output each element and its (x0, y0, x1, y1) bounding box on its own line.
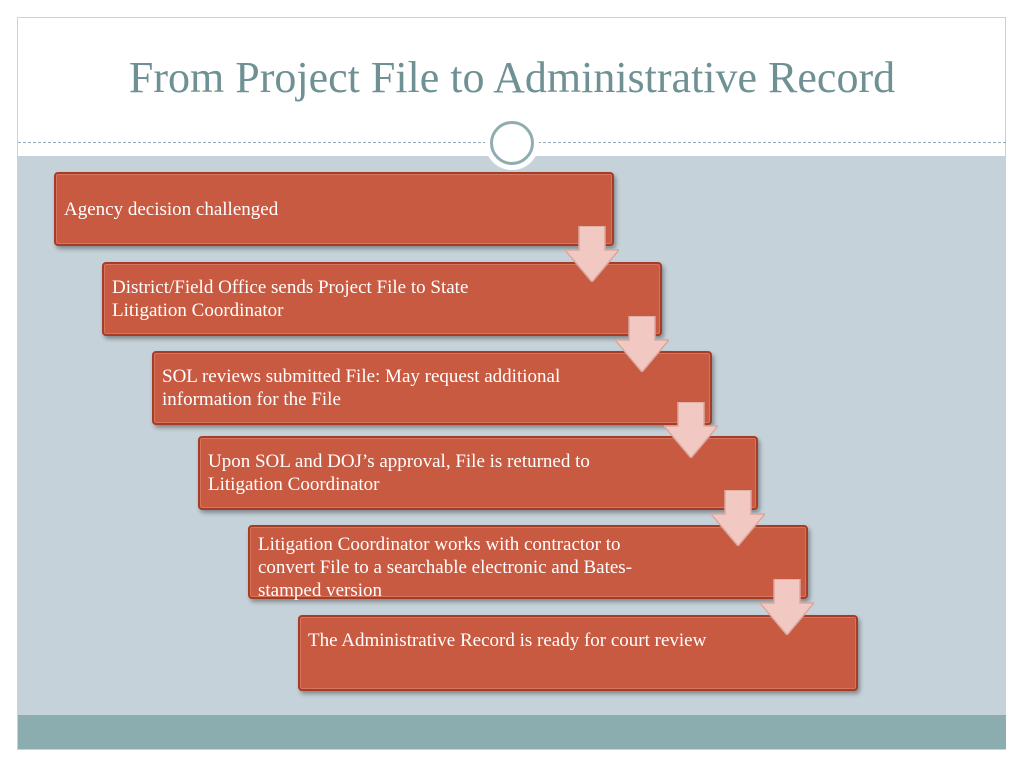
down-arrow-icon (664, 402, 718, 458)
process-step-4: Upon SOL and DOJ’s approval, File is ret… (198, 436, 758, 510)
process-step-3-text: SOL reviews submitted File: May request … (162, 366, 561, 410)
process-step-5-text: Litigation Coordinator works with contra… (258, 534, 633, 601)
down-arrow-icon (760, 579, 814, 635)
footer-band (18, 715, 1006, 749)
process-step-4-text: Upon SOL and DOJ’s approval, File is ret… (208, 451, 590, 495)
process-step-6: The Administrative Record is ready for c… (298, 615, 858, 691)
down-arrow-icon (615, 316, 669, 372)
slide-title: From Project File to Administrative Reco… (128, 53, 896, 102)
process-step-2-text: District/Field Office sends Project File… (112, 277, 469, 321)
process-step-3: SOL reviews submitted File: May request … (152, 351, 712, 425)
process-step-1-text: Agency decision challenged (64, 199, 279, 220)
process-step-5: Litigation Coordinator works with contra… (248, 525, 808, 601)
divider-circle-icon (485, 116, 539, 170)
down-arrow-icon (711, 490, 765, 546)
process-step-6-text: The Administrative Record is ready for c… (308, 630, 707, 651)
process-step-2: District/Field Office sends Project File… (102, 262, 662, 336)
down-arrow-icon (565, 226, 619, 282)
process-step-1: Agency decision challenged (54, 172, 614, 246)
